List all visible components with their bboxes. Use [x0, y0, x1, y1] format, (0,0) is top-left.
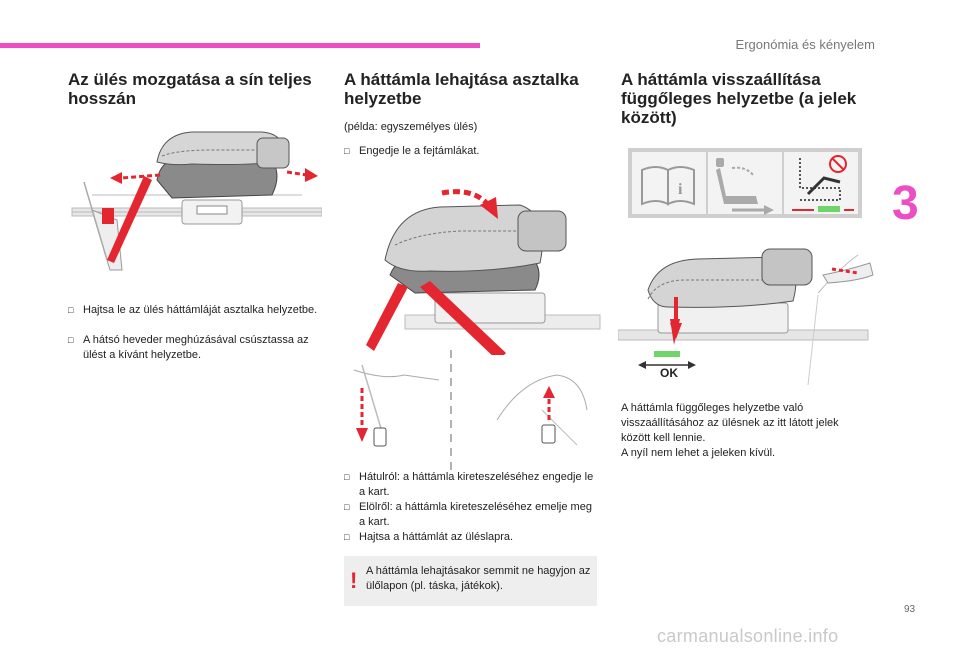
- list-item: □ A hátsó heveder meghúzásával csúsztass…: [68, 334, 309, 361]
- backrest-fold-illustration: [366, 189, 601, 355]
- chapter-number: 3: [892, 177, 919, 230]
- pictogram-label: i: [628, 148, 862, 218]
- bullet-marker-icon: □: [344, 502, 350, 512]
- section-title: Ergonómia és kényelem: [735, 37, 875, 52]
- top-accent-bar: [0, 43, 480, 48]
- ok-label: OK: [660, 366, 678, 380]
- seat-sliding-illustration: [71, 131, 322, 271]
- heading-seat-sliding: Az ülés mozgatása a sín teljes hosszán: [68, 70, 312, 108]
- bullet-marker-icon: □: [344, 532, 350, 542]
- watermark: carmanualsonline.info: [657, 626, 839, 646]
- list-item: □ Hajtsa le az ülés háttámláját asztalka…: [68, 304, 318, 316]
- rear-lever-illustration: [353, 364, 440, 447]
- list-item: □ Hátulról: a háttámla kireteszeléséhez …: [344, 471, 594, 498]
- book-icon: i: [641, 166, 695, 206]
- list-item: □ Hajtsa a háttámlát az üléslapra.: [344, 531, 514, 543]
- bullet-marker-icon: □: [68, 305, 74, 315]
- heading-backrest-restore: A háttámla visszaállítása függőleges hel…: [621, 70, 857, 127]
- heading-backrest-fold: A háttámla lehajtása asztalka helyzetbe: [344, 70, 579, 108]
- example-note: (példa: egyszemélyes ülés): [344, 121, 478, 133]
- svg-text:i: i: [678, 181, 683, 198]
- backrest-restore-illustration: [618, 248, 874, 386]
- bullet-marker-icon: □: [344, 146, 350, 156]
- page-number: 93: [904, 604, 916, 615]
- warning-icon: !: [350, 568, 358, 593]
- seat-belt-no-icon: [792, 155, 854, 212]
- list-item: □ Elölről: a háttámla kireteszeléséhez e…: [344, 501, 592, 528]
- list-item: □ Engedje le a fejtámlákat.: [344, 145, 480, 157]
- front-lever-illustration: [496, 374, 588, 446]
- warning-box: ! A háttámla lehajtásakor semmit ne hagy…: [344, 556, 597, 606]
- seat-recline-icon: [716, 158, 774, 215]
- bullet-marker-icon: □: [344, 472, 350, 482]
- divider-line: [450, 350, 452, 470]
- restore-paragraph: A háttámla függőleges helyzetbe való vis…: [621, 402, 839, 444]
- bullet-marker-icon: □: [68, 335, 74, 345]
- restore-paragraph-2: A nyíl nem lehet a jeleken kívül.: [621, 447, 776, 459]
